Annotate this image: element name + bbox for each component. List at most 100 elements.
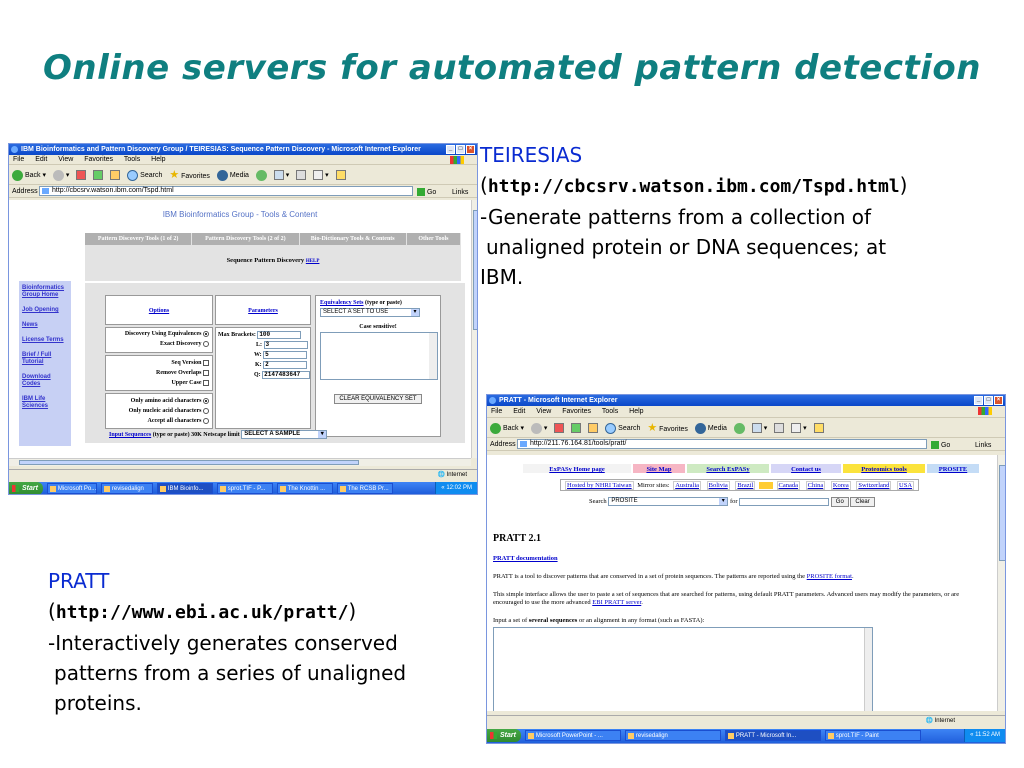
- taskbar-item[interactable]: The RCSB Pr...: [336, 483, 393, 494]
- home-button[interactable]: [110, 166, 121, 186]
- taskbar-item[interactable]: revisedalign: [100, 483, 153, 494]
- refresh-button[interactable]: [571, 419, 582, 439]
- menu-edit[interactable]: Edit: [35, 156, 48, 163]
- scrollbar-thumb[interactable]: [473, 210, 477, 330]
- sidebar-item-job[interactable]: Job Opening: [22, 307, 59, 313]
- sidebar-item-tutorial[interactable]: Brief / Full Tutorial: [22, 352, 52, 365]
- tab-other-tools[interactable]: Other Tools: [407, 233, 461, 245]
- equivalency-textarea[interactable]: [320, 332, 438, 380]
- address-input[interactable]: http://cbcsrv.watson.ibm.com/Tspd.html: [39, 186, 413, 196]
- back-button[interactable]: Back ▾: [12, 166, 46, 186]
- nav-expasy-home[interactable]: ExPASy Home page: [522, 463, 632, 474]
- minimize-button[interactable]: _: [446, 145, 455, 154]
- database-select[interactable]: PROSITE: [608, 497, 729, 507]
- nav-contact-us[interactable]: Contact us: [770, 463, 842, 474]
- refresh-button[interactable]: [93, 166, 104, 186]
- equivalences-radio[interactable]: [203, 330, 209, 337]
- home-button[interactable]: [588, 419, 599, 439]
- upper-case-checkbox[interactable]: [203, 379, 209, 386]
- scrollbar-thumb[interactable]: [999, 465, 1005, 561]
- maximize-button[interactable]: □: [456, 145, 465, 154]
- sidebar-item-license[interactable]: License Terms: [22, 337, 64, 343]
- go-search-button[interactable]: Go: [830, 497, 849, 507]
- clear-equivalency-button[interactable]: CLEAR EQUIVALENCY SET: [334, 394, 422, 404]
- forward-button[interactable]: ▾: [530, 419, 547, 439]
- start-button[interactable]: Start: [9, 482, 43, 494]
- mirror-australia[interactable]: Australia: [673, 481, 702, 490]
- menu-view[interactable]: View: [536, 408, 552, 415]
- window-titlebar[interactable]: PRATT - Microsoft Internet Explorer _ □ …: [487, 395, 1005, 406]
- media-button[interactable]: Media: [216, 166, 249, 186]
- start-button[interactable]: Start: [487, 729, 521, 742]
- history-button[interactable]: [255, 166, 267, 186]
- mirror-korea[interactable]: Korea: [830, 481, 851, 490]
- edit-button[interactable]: ▾: [313, 166, 329, 186]
- menu-favorites[interactable]: Favorites: [562, 408, 592, 415]
- nav-site-map[interactable]: Site Map: [632, 463, 686, 474]
- go-button[interactable]: Go: [931, 439, 950, 452]
- tab-pattern-discovery-1[interactable]: Pattern Discovery Tools (1 of 2): [85, 233, 193, 245]
- maximize-button[interactable]: □: [984, 396, 993, 405]
- max-brackets-input[interactable]: 100: [257, 330, 302, 339]
- textarea-scrollbar[interactable]: [864, 628, 872, 711]
- history-button[interactable]: [733, 419, 745, 439]
- exact-radio[interactable]: [203, 340, 209, 347]
- stop-button[interactable]: [76, 166, 87, 186]
- folder-button[interactable]: [335, 166, 346, 186]
- mirror-switzerland[interactable]: Switzerland: [856, 481, 892, 490]
- menu-edit[interactable]: Edit: [513, 408, 526, 415]
- tab-bio-dictionary[interactable]: Bio-Dictionary Tools & Contents: [300, 233, 407, 245]
- clear-search-button[interactable]: Clear: [850, 497, 875, 507]
- sidebar-item-news[interactable]: News: [22, 322, 38, 328]
- tab-pattern-discovery-2[interactable]: Pattern Discovery Tools (2 of 2): [192, 233, 300, 245]
- equivalency-select[interactable]: SELECT A SET TO USE: [320, 308, 420, 318]
- menu-help[interactable]: Help: [151, 156, 166, 163]
- links-button[interactable]: Links: [452, 189, 469, 196]
- pratt-url[interactable]: http://www.ebi.ac.uk/pratt/: [55, 602, 349, 623]
- taskbar-item-active[interactable]: IBM Bioinfo...: [156, 483, 213, 494]
- nucleic-acid-radio[interactable]: [203, 407, 209, 414]
- horizontal-scrollbar-thumb[interactable]: [19, 460, 359, 465]
- minimize-button[interactable]: _: [974, 396, 983, 405]
- media-button[interactable]: Media: [694, 419, 727, 439]
- print-button[interactable]: [774, 419, 785, 439]
- nav-prosite[interactable]: PROSITE: [926, 463, 980, 474]
- remove-overlaps-checkbox[interactable]: [203, 369, 209, 376]
- close-button[interactable]: ×: [466, 145, 475, 154]
- stop-button[interactable]: [554, 419, 565, 439]
- back-button[interactable]: Back ▾: [490, 419, 524, 439]
- page-scrollbar[interactable]: [471, 200, 477, 458]
- menu-help[interactable]: Help: [629, 408, 644, 415]
- prosite-format-link[interactable]: PROSITE format: [806, 573, 852, 580]
- menu-tools[interactable]: Tools: [601, 408, 619, 415]
- k-input[interactable]: 2: [263, 360, 308, 369]
- q-input[interactable]: 2147483647: [262, 370, 311, 379]
- taskbar-item[interactable]: The Knottin ...: [276, 483, 333, 494]
- seq-version-checkbox[interactable]: [203, 359, 209, 366]
- help-link[interactable]: HELP: [305, 259, 320, 264]
- taskbar-item[interactable]: sprot.TIF - P...: [216, 483, 273, 494]
- sample-select[interactable]: SELECT A SAMPLE: [241, 430, 328, 440]
- ebi-pratt-link[interactable]: EBI PRATT server: [592, 599, 642, 606]
- mirror-china[interactable]: China: [805, 481, 826, 490]
- mirror-bolivia[interactable]: Bolivia: [706, 481, 730, 490]
- parameters-link[interactable]: Parameters: [248, 308, 278, 314]
- taskbar-item[interactable]: sprot.TIF - Paint: [824, 730, 921, 741]
- menu-tools[interactable]: Tools: [123, 156, 141, 163]
- options-link[interactable]: Options: [148, 308, 170, 314]
- textarea-scrollbar[interactable]: [429, 333, 437, 379]
- pratt-documentation-link[interactable]: PRATT documentation: [493, 555, 558, 562]
- equivalency-sets-link[interactable]: Equivalency Sets: [320, 300, 364, 306]
- menu-file[interactable]: File: [13, 156, 25, 163]
- sidebar-item-download[interactable]: Download Codes: [22, 374, 51, 387]
- menu-file[interactable]: File: [491, 408, 503, 415]
- l-input[interactable]: 3: [263, 340, 308, 349]
- search-button[interactable]: Search: [605, 419, 640, 439]
- search-button[interactable]: Search: [127, 166, 162, 186]
- sequence-textarea[interactable]: [493, 627, 873, 711]
- teiresias-url[interactable]: http://cbcsrv.watson.ibm.com/Tspd.html: [487, 176, 900, 197]
- sidebar-item-life-sciences[interactable]: IBM Life Sciences: [22, 396, 49, 409]
- links-button[interactable]: Links: [975, 442, 992, 449]
- nav-proteomics-tools[interactable]: Proteomics tools: [842, 463, 926, 474]
- search-input[interactable]: [739, 497, 830, 506]
